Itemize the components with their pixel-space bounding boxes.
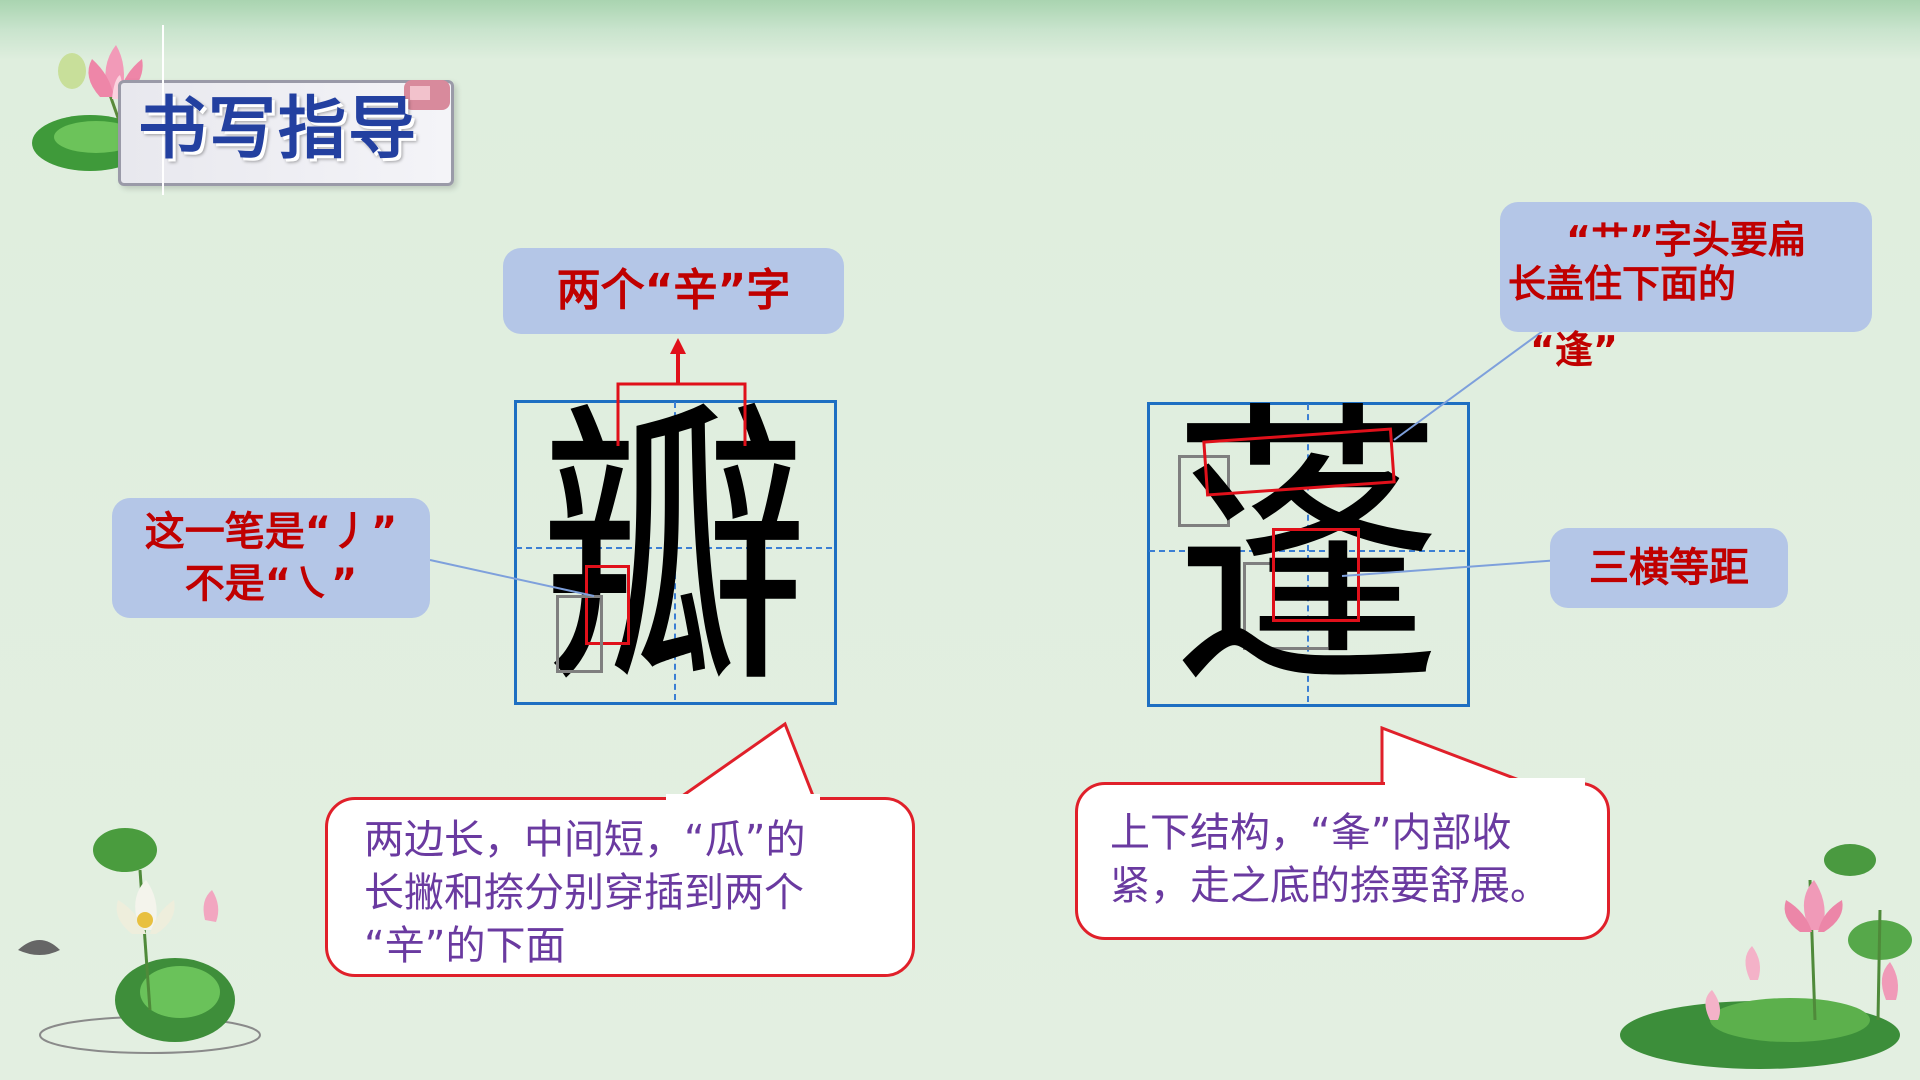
left-bubble-line2: 长撇和捺分别穿插到两个 xyxy=(364,870,804,916)
left-bubble-tail-cover xyxy=(666,794,820,804)
left-side-note-line2: 不是“㇏” xyxy=(184,561,358,607)
lotus-pond-right-icon xyxy=(1620,844,1912,1069)
left-bracket-arrow xyxy=(616,338,747,446)
right-grid-hline xyxy=(1149,550,1465,552)
right-top-note-line1: “艹”字头要扁 xyxy=(1566,218,1806,262)
left-side-note-line1: 这一笔是“丿” xyxy=(144,509,398,555)
page-title: 书写指导 xyxy=(138,90,419,169)
right-explanation-bubble: 上下结构，“夆”内部收 紧，走之底的捺要舒展。 xyxy=(1075,782,1610,940)
left-stroke-highlight xyxy=(585,565,630,645)
right-bubble-tail-cover xyxy=(1385,778,1585,788)
left-side-connector xyxy=(429,559,595,597)
right-side-note: 三横等距 xyxy=(1550,528,1788,608)
left-side-note: 这一笔是“丿” 不是“㇏” xyxy=(112,498,430,618)
header-banner: 书写指导 xyxy=(0,0,470,200)
right-top-note-line3: “逢” xyxy=(1530,328,1618,372)
right-side-connector xyxy=(1341,559,1561,577)
right-grid-vline xyxy=(1307,404,1309,702)
right-stroke-ghost-bottom xyxy=(1243,562,1331,650)
left-bubble-line3: “辛”的下面 xyxy=(364,923,566,969)
title-scroll xyxy=(118,80,454,186)
left-explanation-bubble: 两边长，中间短，“瓜”的 长撇和捺分别穿插到两个 “辛”的下面 xyxy=(325,797,915,977)
left-top-note: 两个“辛”字 xyxy=(503,248,844,334)
right-top-note-line2: 长盖住下面的 xyxy=(1508,262,1737,306)
left-char-grid xyxy=(514,400,837,705)
right-top-note: “艹”字头要扁 长盖住下面的 xyxy=(1500,202,1872,332)
left-character: 瓣 xyxy=(539,375,809,724)
right-stroke-ghost-top xyxy=(1178,455,1230,527)
right-top-connector xyxy=(1393,313,1567,441)
lotus-pond-left-icon xyxy=(18,828,261,1054)
right-char-grid xyxy=(1147,402,1470,707)
right-side-note-text: 三横等距 xyxy=(1589,545,1749,591)
left-grid-hline xyxy=(516,547,832,549)
right-character: 蓬 xyxy=(1172,377,1442,726)
left-stroke-ghost xyxy=(556,595,603,673)
title-divider xyxy=(162,25,164,195)
left-grid-vline xyxy=(674,402,676,700)
left-bubble-line1: 两边长，中间短，“瓜”的 xyxy=(364,817,806,863)
right-bubble-line1: 上下结构，“夆”内部收 xyxy=(1110,810,1512,856)
left-top-note-text: 两个“辛”字 xyxy=(556,265,791,316)
mailbox-icon xyxy=(404,80,450,110)
right-bubble-line2: 紧，走之底的捺要舒展。 xyxy=(1110,863,1550,909)
